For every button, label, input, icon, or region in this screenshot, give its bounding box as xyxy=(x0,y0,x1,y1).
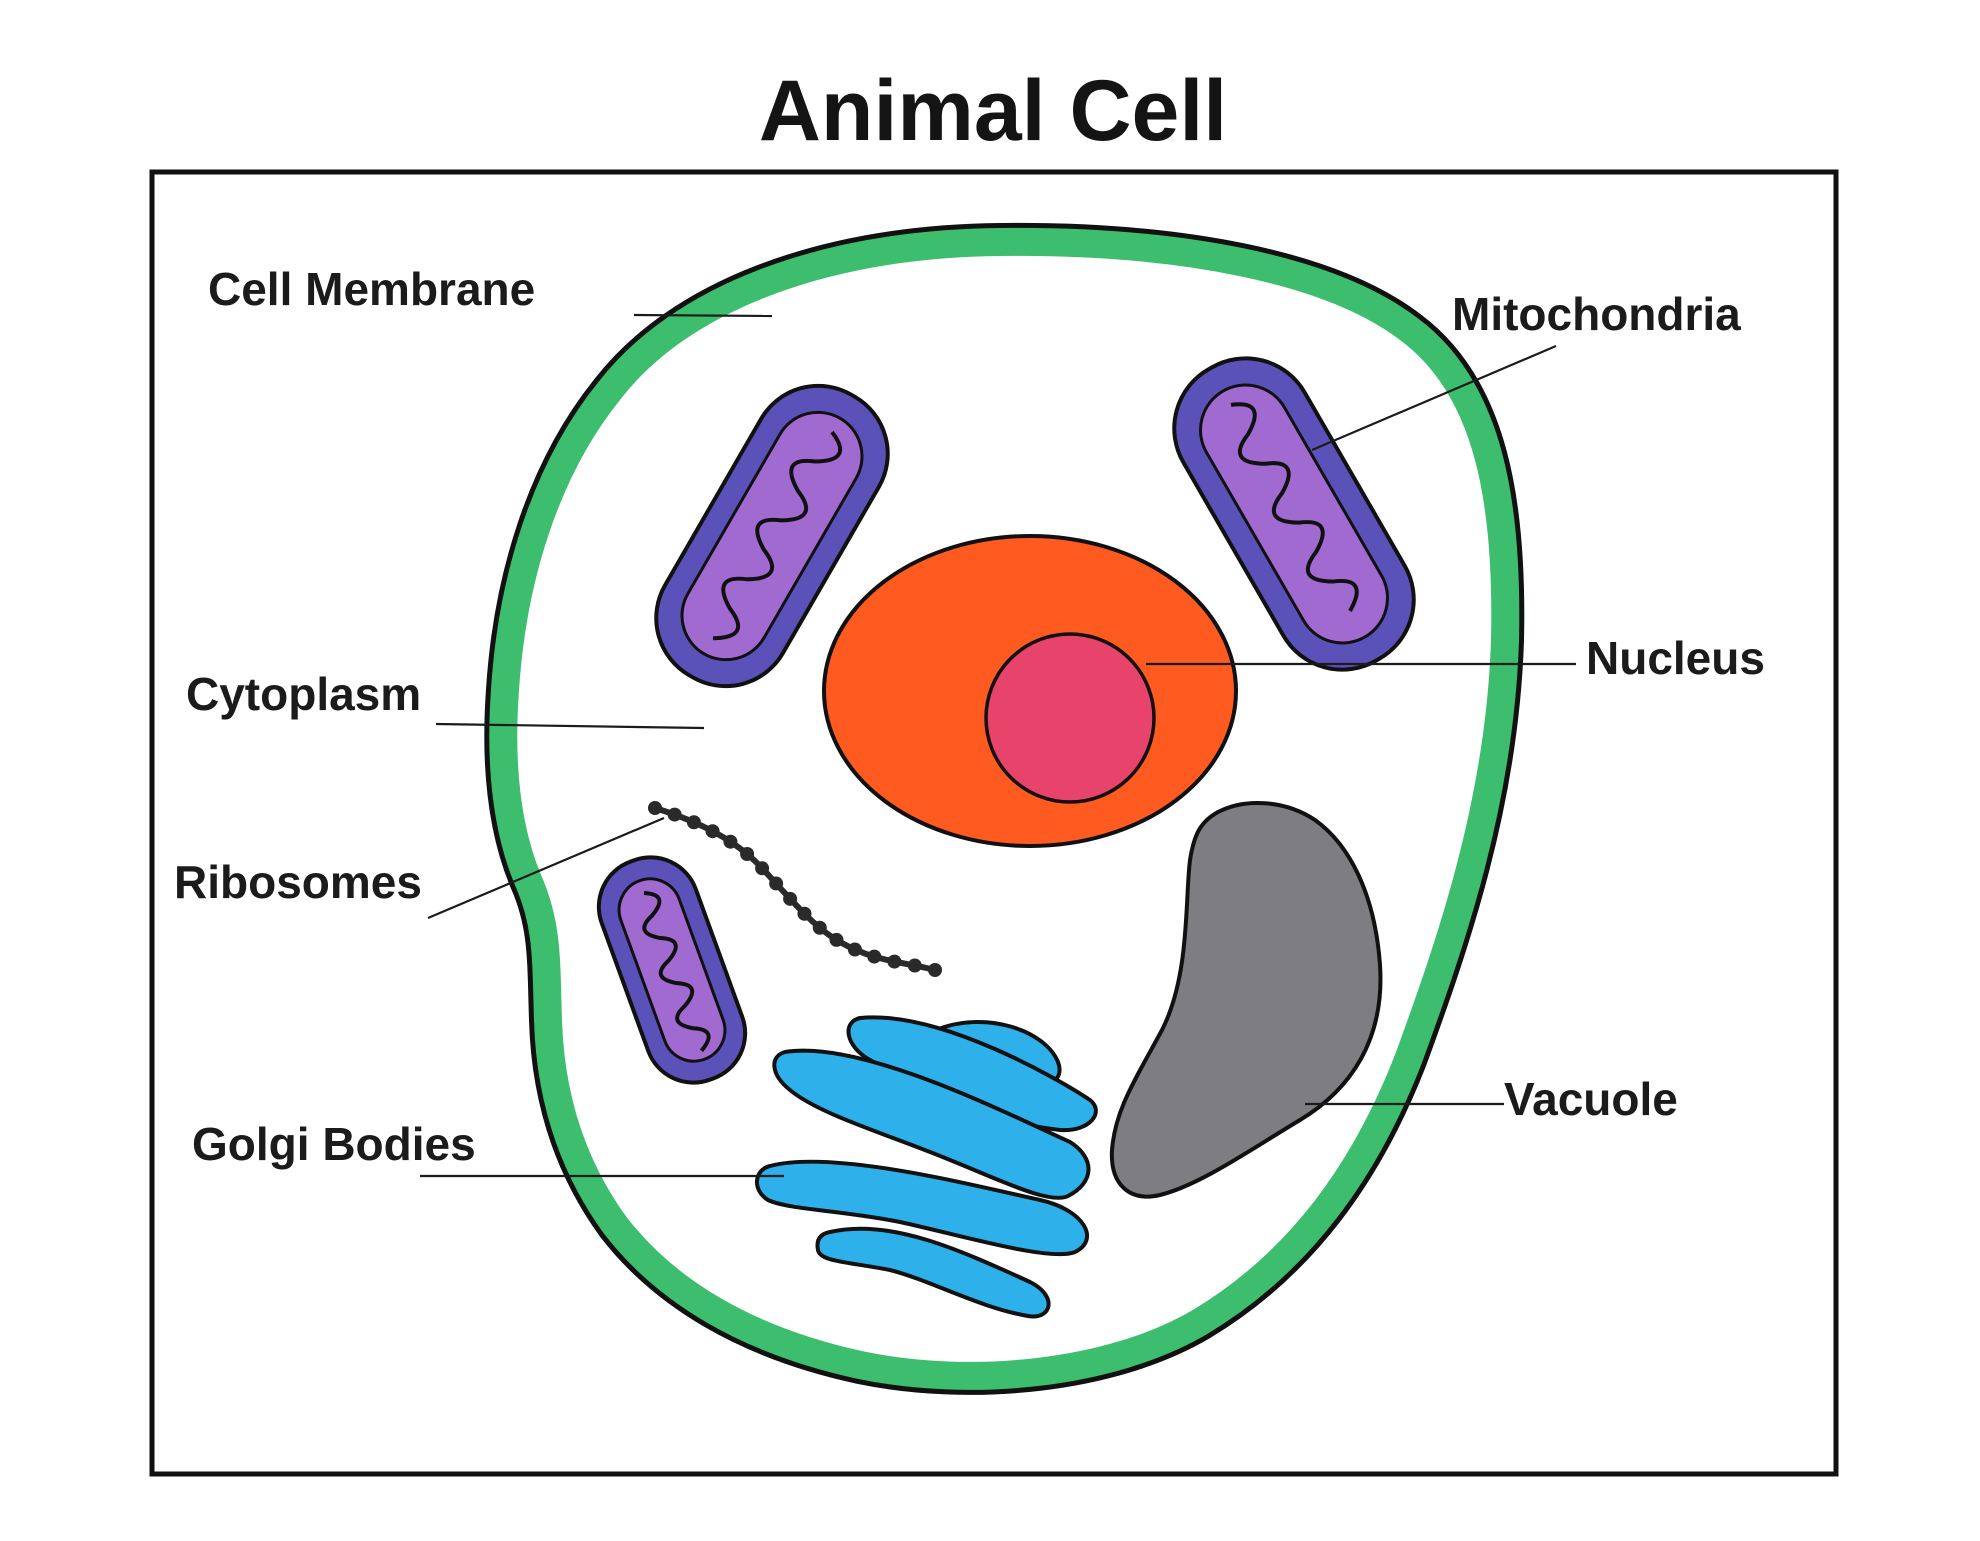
label-nucleus: Nucleus xyxy=(1586,632,1765,684)
label-vacuole: Vacuole xyxy=(1504,1073,1678,1125)
ribosomes-leader xyxy=(427,816,665,920)
cell-membrane-leader xyxy=(633,313,773,318)
ribosomes xyxy=(648,801,942,977)
mitochondrion-upper-left xyxy=(654,383,890,689)
label-mitochondria: Mitochondria xyxy=(1452,288,1741,340)
ribosome xyxy=(740,847,755,862)
ribosome xyxy=(686,815,701,830)
label-ribosomes: Ribosomes xyxy=(174,856,422,908)
golgi-bodies xyxy=(755,1015,1098,1319)
diagram-frame xyxy=(149,169,1839,1477)
ribosome xyxy=(648,801,662,815)
label-cytoplasm: Cytoplasm xyxy=(186,668,421,720)
ribosome xyxy=(928,963,942,977)
label-golgi-bodies: Golgi Bodies xyxy=(192,1118,476,1170)
mitochondria-leader xyxy=(1311,344,1557,452)
ribosome xyxy=(812,920,827,935)
label-cell-membrane: Cell Membrane xyxy=(208,263,535,315)
ribosome xyxy=(723,834,738,849)
nucleus xyxy=(822,534,1238,848)
ribosome xyxy=(829,932,844,947)
vacuole xyxy=(1109,801,1383,1199)
cytoplasm-leader xyxy=(435,722,705,730)
ribosome xyxy=(847,942,862,957)
ribosome xyxy=(887,954,902,969)
nucleolus xyxy=(984,632,1156,804)
mitochondrion-lower-left xyxy=(596,855,748,1085)
ribosome xyxy=(797,906,812,921)
ribosome xyxy=(867,949,882,964)
ribosome xyxy=(769,876,784,891)
ribosome xyxy=(667,807,682,822)
ribosome xyxy=(755,861,770,876)
diagram-title: Animal Cell xyxy=(759,63,1227,159)
mitochondrion-upper-right xyxy=(1172,356,1416,672)
ribosome xyxy=(705,824,720,839)
ribosome xyxy=(783,891,798,906)
ribosome xyxy=(907,958,922,973)
